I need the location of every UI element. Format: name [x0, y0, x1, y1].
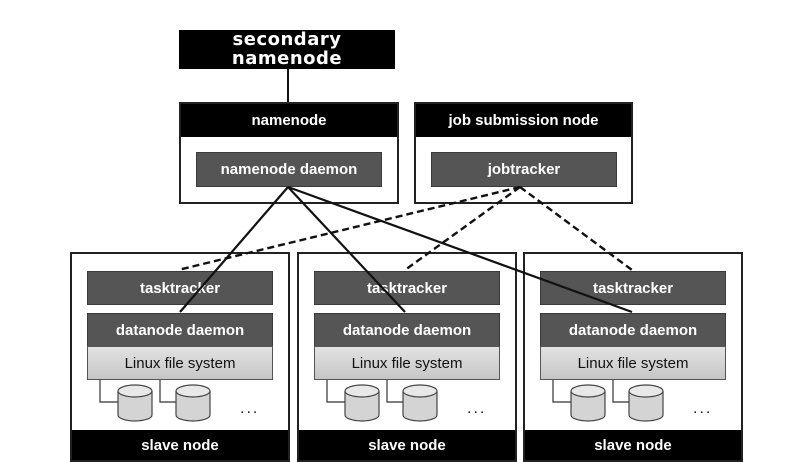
namenode-title: namenode: [181, 104, 397, 137]
datanode-daemon-text: datanode daemon: [568, 321, 698, 339]
datanode-daemon-text: datanode daemon: [342, 321, 472, 339]
disk-icon: [402, 384, 438, 422]
datanode-daemon-text: datanode daemon: [115, 321, 245, 339]
namenode-daemon: namenode daemon: [196, 152, 382, 187]
disk-icon: [628, 384, 664, 422]
more-disks-ellipsis: ...: [693, 400, 712, 418]
job-submission-node-title: job submission node: [416, 104, 631, 137]
disk-icon: [117, 384, 153, 422]
disk-icon: [344, 384, 380, 422]
linux-file-system: Linux file system: [87, 346, 273, 380]
linux-file-system: Linux file system: [540, 346, 726, 380]
namenode-title-text: namenode: [251, 112, 327, 129]
job-submission-node-box: job submission node jobtracker: [414, 102, 633, 204]
ellipsis-text: ...: [693, 400, 713, 417]
slave-node-title: slave node: [525, 430, 741, 460]
slave-node-box-2: tasktracker datanode daemon Linux file s…: [297, 252, 517, 462]
linux-file-system-text: Linux file system: [351, 354, 463, 372]
disk-connectors: [99, 380, 211, 422]
linux-file-system: Linux file system: [314, 346, 500, 380]
secondary-namenode-label: secondary namenode: [231, 29, 343, 69]
slave-node-title-text: slave node: [368, 436, 446, 454]
slave-node-title-text: slave node: [594, 436, 672, 454]
disk-connectors: [552, 380, 664, 422]
slave-node-title: slave node: [72, 430, 288, 460]
slave-node-box-1: tasktracker datanode daemon Linux file s…: [70, 252, 290, 462]
slave-node-title: slave node: [299, 430, 515, 460]
namenode-box: namenode namenode daemon: [179, 102, 399, 204]
ellipsis-text: ...: [467, 400, 487, 417]
job-submission-node-title-text: job submission node: [448, 112, 599, 129]
slave-node-title-text: slave node: [141, 436, 219, 454]
namenode-daemon-text: namenode daemon: [220, 161, 358, 178]
slave-node-box-3: tasktracker datanode daemon Linux file s…: [523, 252, 743, 462]
linux-file-system-text: Linux file system: [577, 354, 689, 372]
disk-icon: [570, 384, 606, 422]
jobtracker-text: jobtracker: [487, 161, 561, 178]
secondary-namenode-box: secondary namenode: [179, 30, 395, 69]
more-disks-ellipsis: ...: [240, 400, 259, 418]
linux-file-system-text: Linux file system: [124, 354, 236, 372]
more-disks-ellipsis: ...: [467, 400, 486, 418]
disk-icon: [175, 384, 211, 422]
disk-connectors: [326, 380, 438, 422]
ellipsis-text: ...: [240, 400, 260, 417]
jobtracker: jobtracker: [431, 152, 617, 187]
